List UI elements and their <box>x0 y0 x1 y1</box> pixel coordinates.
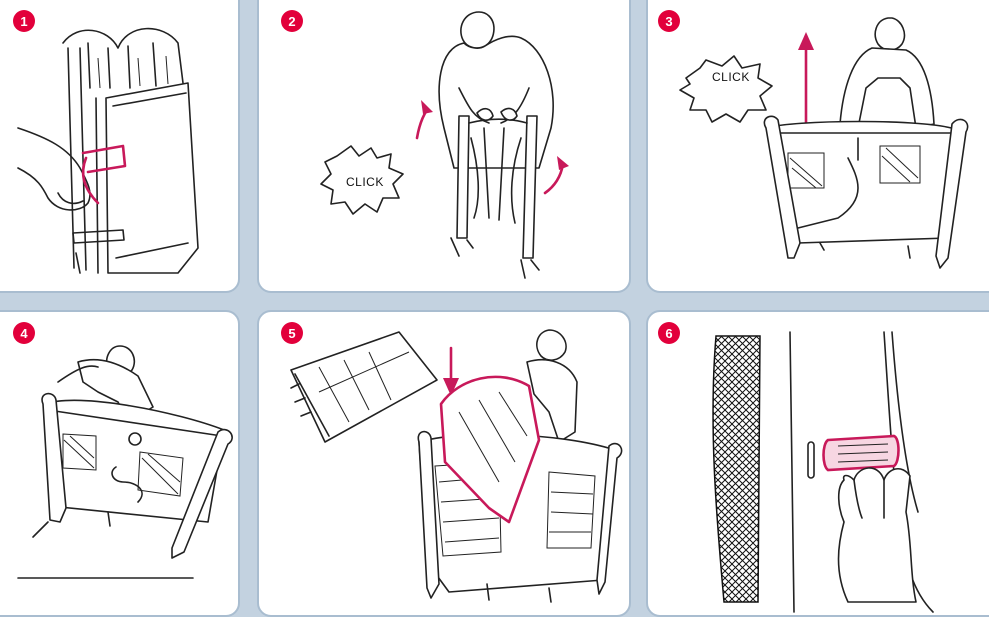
step-1-badge: 1 <box>13 10 35 32</box>
click-text: CLICK <box>346 175 384 189</box>
step-6-panel: 6 <box>646 310 989 617</box>
click-text: CLICK <box>712 70 750 84</box>
step-3-badge: 3 <box>658 10 680 32</box>
step-1-panel: 1 <box>0 0 240 293</box>
man-lifting-rails-icon <box>259 0 631 293</box>
mattress-pad-icon <box>259 312 631 617</box>
velcro-strap-hand-icon <box>648 312 989 617</box>
step-2-badge: 2 <box>281 10 303 32</box>
man-pushing-floor-down-icon <box>0 312 240 617</box>
step-4-badge: 4 <box>13 322 35 344</box>
man-lifting-playard-icon <box>648 0 989 293</box>
step-6-badge: 6 <box>658 322 680 344</box>
step-4-panel: 4 <box>0 310 240 617</box>
step-3-panel: 3 CLICK <box>646 0 989 293</box>
step-2-panel: 2 CLICK <box>257 0 631 293</box>
step-5-badge: 5 <box>281 322 303 344</box>
step-5-panel: 5 <box>257 310 631 617</box>
folded-playard-strap-icon <box>0 0 240 293</box>
